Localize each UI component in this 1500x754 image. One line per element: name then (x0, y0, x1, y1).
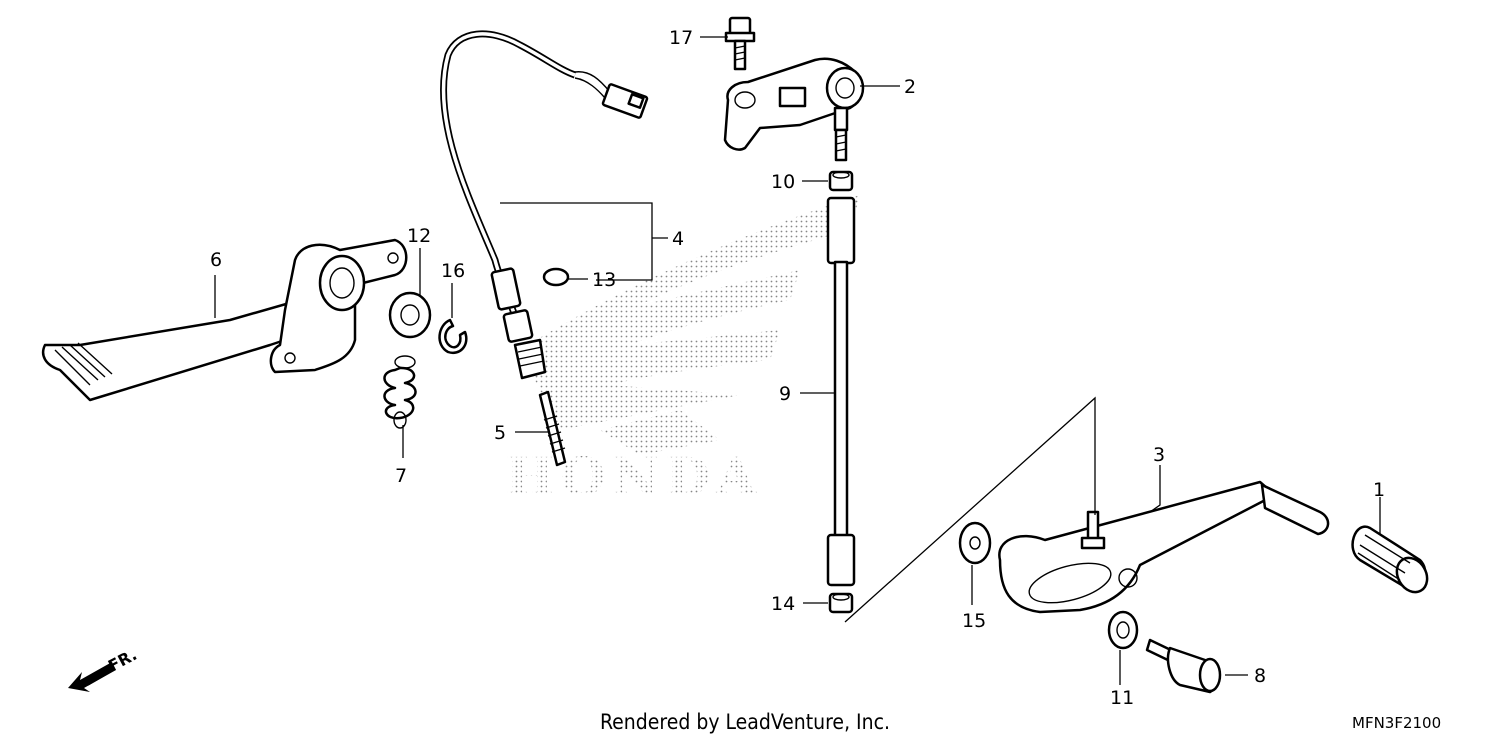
spring-part-7 (383, 355, 417, 429)
nut-part-14 (828, 592, 854, 614)
honda-wing-watermark: HONDA (505, 195, 860, 508)
diagram-code: MFN3F2100 (1352, 714, 1442, 732)
callout-3: 3 (1153, 444, 1165, 466)
nut-part-10 (828, 170, 854, 192)
callout-12: 12 (407, 225, 431, 247)
pivot-bolt-part-8 (1145, 638, 1222, 694)
brake-pedal-part-6 (41, 238, 408, 402)
callout-17: 17 (669, 27, 693, 49)
callout-6: 6 (210, 249, 222, 271)
washer-part-11 (1107, 610, 1139, 650)
bolt-part-17 (724, 16, 756, 71)
circlip-part-16 (438, 318, 468, 355)
leader-lines (214, 36, 1381, 685)
shift-arm-part-2 (723, 57, 865, 162)
callout-labels: 1 2 3 4 5 6 7 8 9 10 11 12 13 14 15 16 1… (210, 27, 1385, 709)
callout-5: 5 (494, 422, 506, 444)
callout-14: 14 (771, 593, 795, 615)
clip-part-13 (542, 267, 570, 287)
callout-11: 11 (1110, 687, 1134, 709)
callout-16: 16 (441, 260, 465, 282)
callout-10: 10 (771, 171, 795, 193)
render-credit: Rendered by LeadVenture, Inc. (600, 710, 890, 734)
callout-2: 2 (904, 76, 916, 98)
spring-part-5 (538, 390, 567, 467)
callout-9: 9 (779, 383, 791, 405)
callout-15: 15 (962, 610, 986, 632)
front-direction-indicator: FR. (68, 645, 140, 692)
washer-part-15 (958, 521, 992, 565)
callout-8: 8 (1254, 665, 1266, 687)
callout-7: 7 (395, 465, 407, 487)
shift-pedal-part-3 (998, 480, 1330, 614)
callout-13: 13 (592, 269, 616, 291)
callout-4: 4 (672, 228, 684, 250)
honda-wordmark: HONDA (505, 447, 762, 508)
callout-1: 1 (1373, 479, 1385, 501)
brake-switch-part-4 (440, 30, 649, 380)
shift-rod-part-9 (826, 196, 856, 587)
washer-part-12 (388, 291, 432, 339)
rubber-peg-part-1 (1351, 525, 1429, 594)
